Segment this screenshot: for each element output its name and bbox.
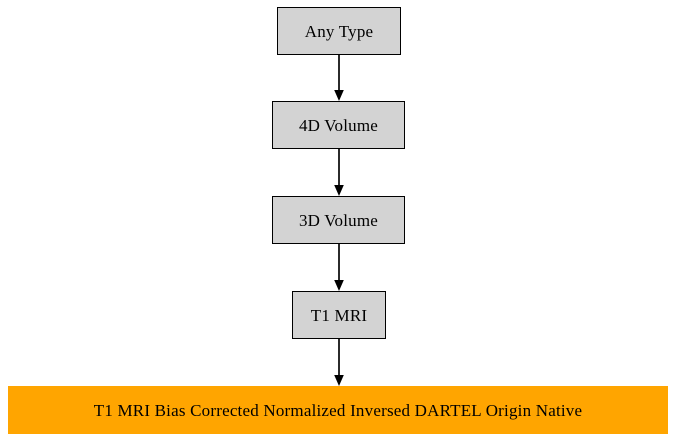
arrow-down-icon [334,149,344,196]
node-4d-volume[interactable]: 4D Volume [272,101,405,149]
node-any-type[interactable]: Any Type [277,7,401,55]
node-t1-mri-bias-corrected-normalized-inversed-dartel-origin-native[interactable]: T1 MRI Bias Corrected Normalized Inverse… [8,386,668,434]
node-label-t1-mri: T1 MRI [310,305,368,325]
node-label-t1-mri-bias-corrected-normalized-inversed-dartel-origin-native: T1 MRI Bias Corrected Normalized Inverse… [93,400,583,420]
edge-t1-mri-to-terminal [331,339,347,387]
node-label-3d-volume: 3D Volume [298,210,379,230]
edge-4d-volume-to-3d-volume [331,149,347,197]
node-label-any-type: Any Type [304,21,374,41]
node-t1-mri[interactable]: T1 MRI [292,291,386,339]
node-label-4d-volume: 4D Volume [298,115,379,135]
edge-any-type-to-4d-volume [331,55,347,102]
arrow-down-icon [334,339,344,386]
node-3d-volume[interactable]: 3D Volume [272,196,405,244]
arrow-down-icon [334,244,344,291]
edge-3d-volume-to-t1-mri [331,244,347,292]
arrow-down-icon [334,55,344,101]
